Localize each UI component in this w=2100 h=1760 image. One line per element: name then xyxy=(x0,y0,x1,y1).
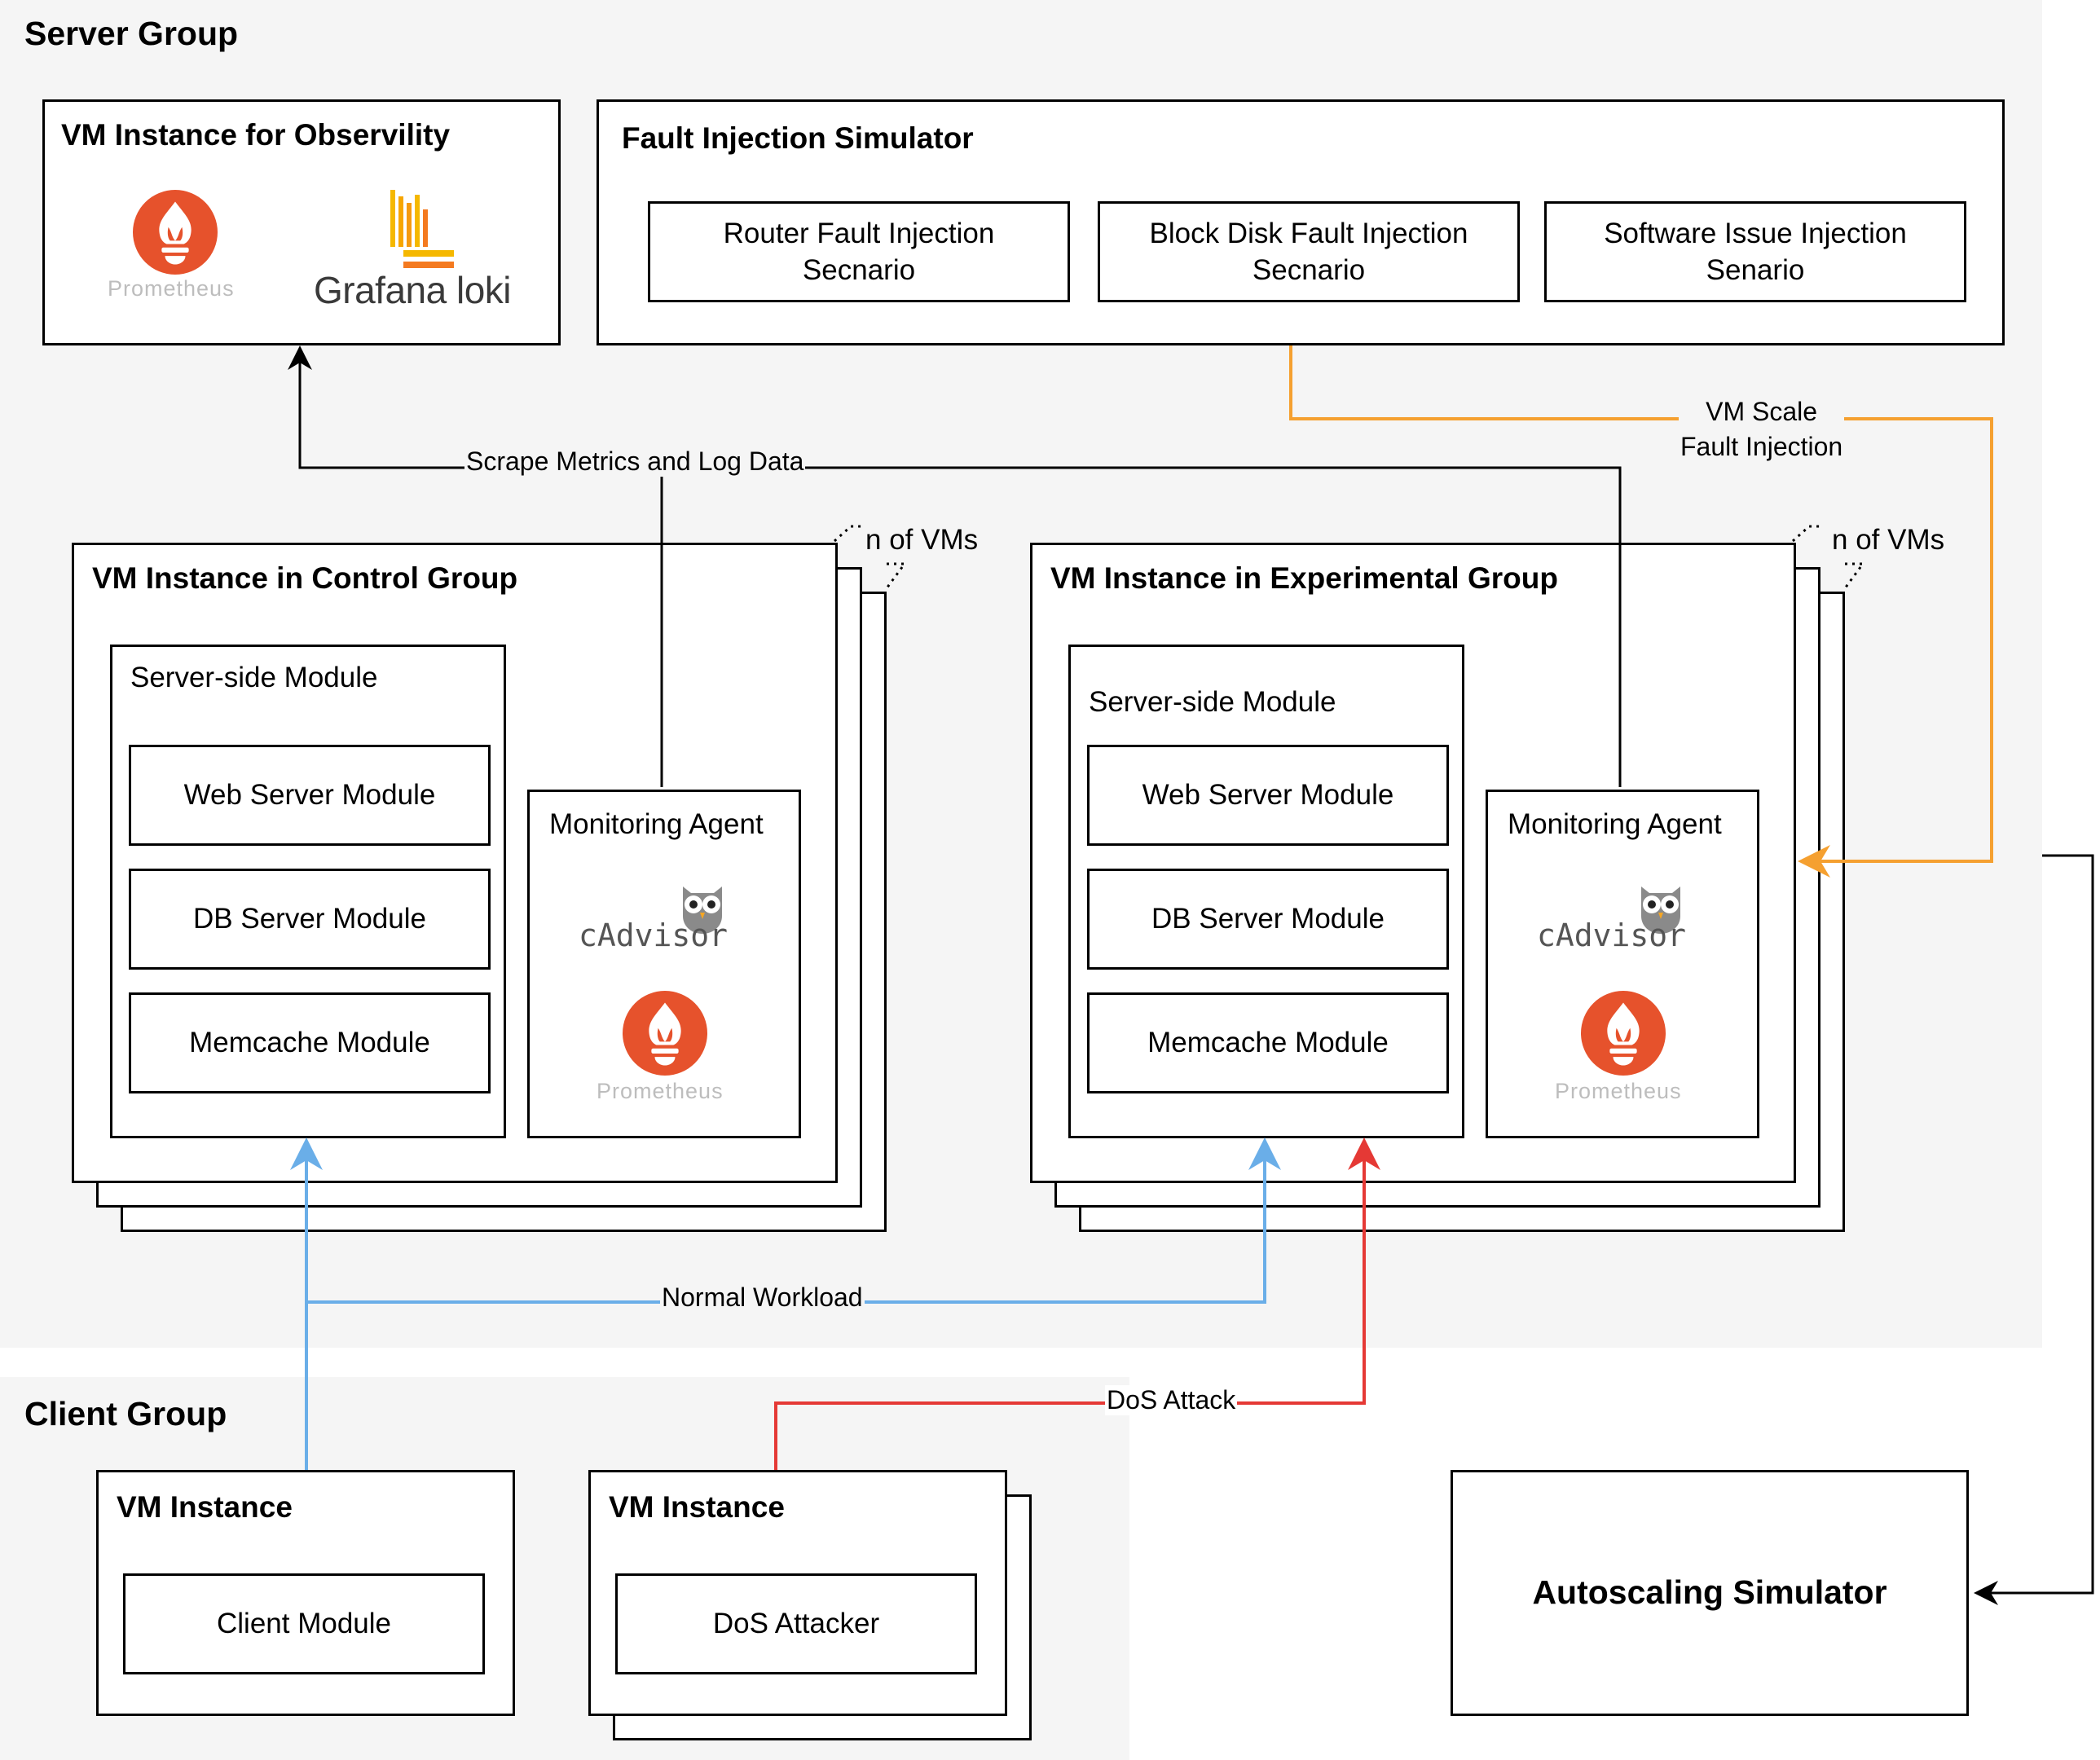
observability-vm-title: VM Instance for Observility xyxy=(61,118,451,152)
prometheus-label: Prometheus xyxy=(1555,1079,1682,1103)
server-group-title: Server Group xyxy=(24,15,239,52)
prometheus-icon xyxy=(623,991,707,1076)
attacker-vm-title: VM Instance xyxy=(609,1490,785,1524)
router-fault-scenario: Router Fault Injection Secnario xyxy=(648,201,1070,302)
control-db-server-module: DB Server Module xyxy=(129,869,491,970)
control-monitoring-agent-title: Monitoring Agent xyxy=(549,808,764,840)
software-issue-scenario: Software Issue Injection Senario xyxy=(1544,201,1966,302)
experimental-web-server-module: Web Server Module xyxy=(1087,745,1449,846)
experimental-n-of-vms-label: n of VMs xyxy=(1832,524,1945,556)
control-web-server-module: Web Server Module xyxy=(129,745,491,846)
control-monitoring-agent: Monitoring Agent cAdvisor Prometheus xyxy=(527,790,801,1138)
cadvisor-label: cAdvisor xyxy=(1537,917,1687,953)
prometheus-icon xyxy=(133,190,218,275)
experimental-vm-instance: VM Instance in Experimental Group Server… xyxy=(1030,543,1796,1183)
fault-simulator-title: Fault Injection Simulator xyxy=(622,121,974,155)
dos-attacker-module: DoS Attacker xyxy=(615,1573,977,1674)
client-module: Client Module xyxy=(123,1573,485,1674)
cadvisor-label: cAdvisor xyxy=(579,917,729,953)
dos-attack-edge-label: DoS Attack xyxy=(1105,1385,1238,1415)
cadvisor-owl-icon xyxy=(676,878,729,935)
experimental-server-module-title: Server-side Module xyxy=(1089,686,1336,718)
grafana-loki-icon xyxy=(379,190,460,271)
fault-injection-simulator: Fault Injection Simulator Router Fault I… xyxy=(597,99,2005,345)
grafana-loki-label: Grafana loki xyxy=(314,269,512,311)
vm-scale-edge-label: VM Scale Fault Injection xyxy=(1679,394,1845,465)
experimental-vm-title: VM Instance in Experimental Group xyxy=(1050,561,1558,595)
client-group-title: Client Group xyxy=(24,1395,227,1432)
control-vm-title: VM Instance in Control Group xyxy=(92,561,518,595)
observability-vm: VM Instance for Observility Prometheus G… xyxy=(42,99,561,345)
experimental-monitoring-agent: Monitoring Agent cAdvisor Prometheus xyxy=(1486,790,1759,1138)
prometheus-icon xyxy=(1581,991,1666,1076)
block-disk-fault-scenario: Block Disk Fault Injection Secnario xyxy=(1098,201,1520,302)
normal-workload-edge-label: Normal Workload xyxy=(660,1283,865,1313)
control-server-module-title: Server-side Module xyxy=(130,662,378,693)
experimental-db-server-module: DB Server Module xyxy=(1087,869,1449,970)
client-vm-title: VM Instance xyxy=(117,1490,293,1524)
control-n-of-vms-label: n of VMs xyxy=(865,524,979,556)
experimental-server-module: Server-side Module Web Server Module DB … xyxy=(1068,645,1464,1138)
autoscaling-simulator: Autoscaling Simulator xyxy=(1451,1470,1969,1716)
client-vm-instance: VM Instance Client Module xyxy=(96,1470,515,1716)
control-server-module: Server-side Module Web Server Module DB … xyxy=(110,645,506,1138)
scrape-edge-label: Scrape Metrics and Log Data xyxy=(464,447,806,477)
experimental-monitoring-agent-title: Monitoring Agent xyxy=(1508,808,1722,840)
experimental-memcache-module: Memcache Module xyxy=(1087,992,1449,1093)
cadvisor-owl-icon xyxy=(1635,878,1687,935)
attacker-vm-instance: VM Instance DoS Attacker xyxy=(588,1470,1007,1716)
prometheus-label: Prometheus xyxy=(597,1079,724,1103)
control-memcache-module: Memcache Module xyxy=(129,992,491,1093)
prometheus-label: Prometheus xyxy=(108,276,235,301)
control-vm-instance: VM Instance in Control Group Server-side… xyxy=(72,543,838,1183)
